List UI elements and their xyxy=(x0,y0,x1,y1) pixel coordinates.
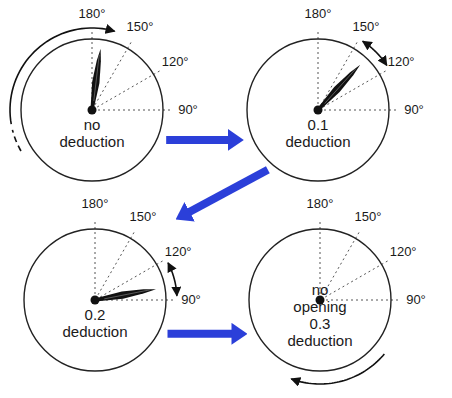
angle-label: 90° xyxy=(406,293,426,307)
circle-outline xyxy=(246,38,390,182)
motion-arc xyxy=(363,41,387,65)
angle-guide xyxy=(97,71,159,107)
angle-guide xyxy=(95,222,96,294)
angle-guide xyxy=(324,110,396,111)
angle-label: 180° xyxy=(307,197,334,211)
angle-label: 180° xyxy=(305,7,332,21)
angle-label: 180° xyxy=(82,197,109,211)
deduction-text: no deduction xyxy=(56,116,128,150)
flow-arrow xyxy=(168,330,233,338)
pivot-dot xyxy=(91,296,100,305)
dial-circle: 0.2 deduction xyxy=(23,228,167,372)
handle-stroke xyxy=(315,62,363,112)
pivot-dot xyxy=(314,106,323,115)
motion-arc xyxy=(10,28,115,124)
angle-label: 150° xyxy=(355,210,382,224)
angle-label: 150° xyxy=(353,20,380,34)
angle-label: 120° xyxy=(390,245,417,259)
angle-guide xyxy=(323,232,359,294)
dial-figure xyxy=(91,222,177,305)
angle-label: 90° xyxy=(178,103,198,117)
pivot-dot xyxy=(88,106,97,115)
angle-label: 90° xyxy=(404,103,424,117)
dial-figure xyxy=(10,28,170,151)
angle-guide xyxy=(98,110,170,111)
handle-stroke xyxy=(88,48,104,110)
angle-guide xyxy=(321,42,357,104)
angle-guide xyxy=(98,232,134,294)
flow-arrow xyxy=(189,170,268,213)
dial-figure xyxy=(314,32,397,115)
circle-outline xyxy=(23,228,167,372)
dial-circle: 0.1 deduction xyxy=(246,38,390,182)
motion-arc xyxy=(12,130,21,151)
deduction-text: no opening 0.3 deduction xyxy=(284,281,356,349)
angle-guide xyxy=(318,32,319,104)
dial-circle: no opening 0.3 deduction xyxy=(248,228,392,372)
circle-outline xyxy=(20,38,164,182)
angle-label: 90° xyxy=(181,293,201,307)
angle-guide xyxy=(325,261,387,297)
angle-label: 150° xyxy=(130,210,157,224)
flow-arrow xyxy=(166,136,229,144)
deduction-text: 0.2 deduction xyxy=(59,306,131,340)
angle-label: 120° xyxy=(388,55,415,69)
angle-label: 120° xyxy=(162,55,189,69)
dial-circle: no deduction xyxy=(20,38,164,182)
motion-arc xyxy=(168,263,177,296)
angle-label: 120° xyxy=(165,245,192,259)
handle-stroke xyxy=(94,286,156,304)
deduction-text: 0.1 deduction xyxy=(282,116,354,150)
angle-label: 150° xyxy=(127,20,154,34)
angle-guide xyxy=(323,71,385,107)
angle-label: 180° xyxy=(79,7,106,21)
